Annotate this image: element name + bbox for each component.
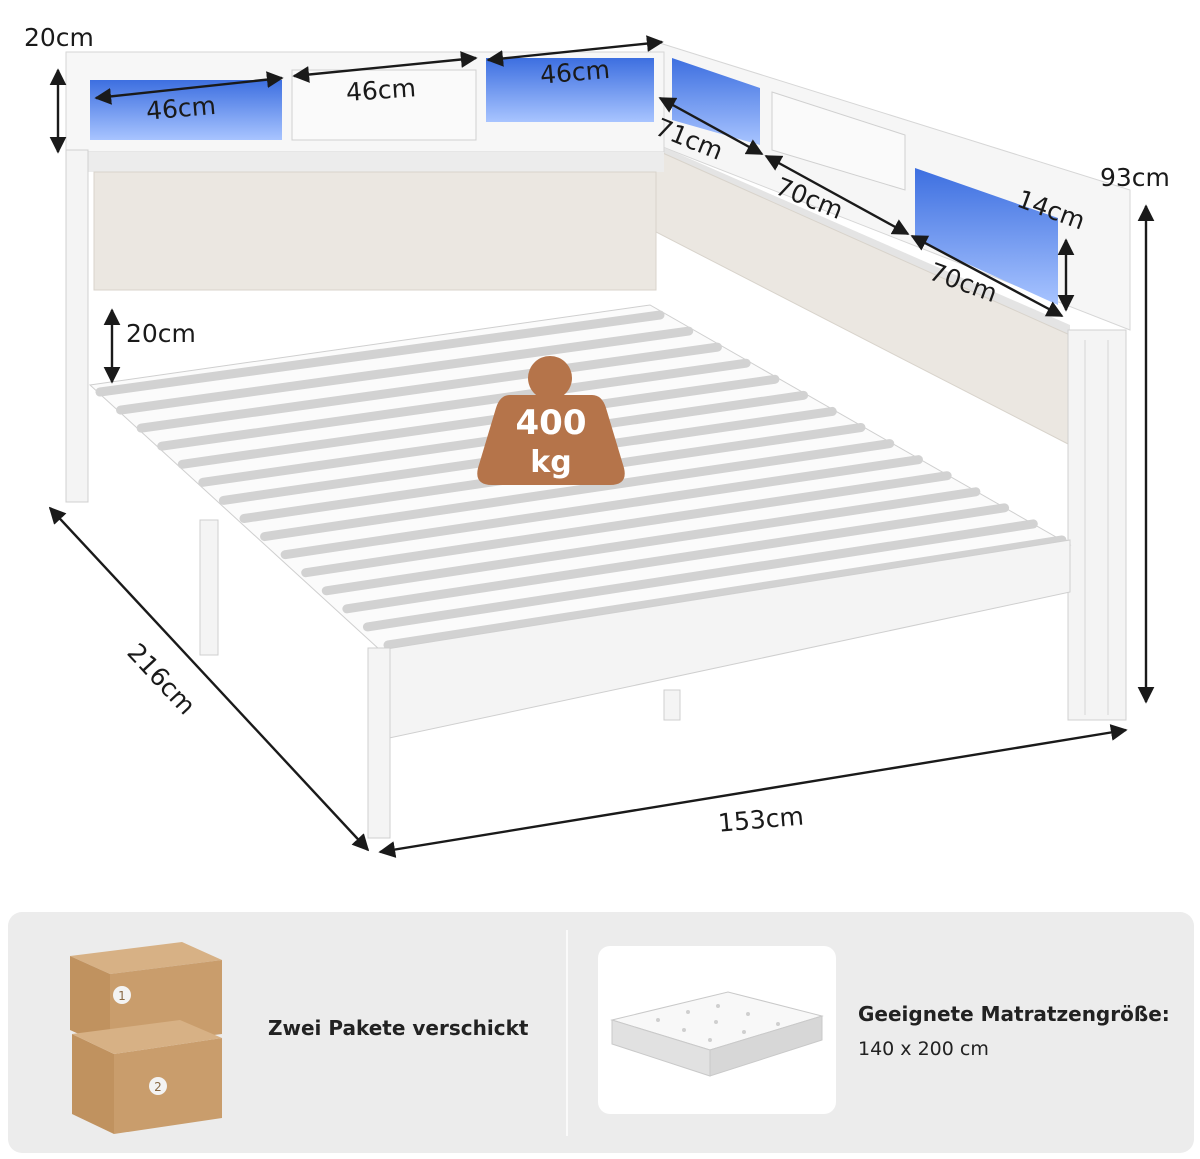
back-headboard: [65, 51, 665, 503]
bed-slat: [95, 310, 665, 397]
bed-slat: [301, 471, 952, 578]
bed-slat: [383, 535, 1067, 650]
panel-divider: [566, 930, 568, 1136]
bed-slat: [280, 455, 923, 560]
box-number-1: 1: [118, 989, 126, 1003]
dim-width: 153cm: [717, 801, 805, 837]
weight-capacity-badge: 400 kg: [477, 356, 625, 485]
bed-slat: [177, 374, 780, 469]
mattress-title: Geeignete Matratzengröße:: [858, 1002, 1170, 1026]
dim-shelf-mid: 46cm: [539, 55, 611, 90]
dim-drawer: 46cm: [345, 73, 417, 107]
box-number-2: 2: [154, 1080, 162, 1094]
weight-value: 400: [516, 403, 587, 443]
bed-slat: [342, 503, 1010, 614]
weight-unit: kg: [530, 445, 571, 480]
dim-clearance: 20cm: [126, 319, 196, 348]
mattress-card: [598, 946, 836, 1114]
back-led-shelf-2: [486, 58, 654, 122]
mattress-size: 140 x 200 cm: [858, 1038, 989, 1060]
bed-slat: [362, 519, 1038, 632]
package-boxes-icon: 1 2: [70, 942, 222, 1134]
dim-length: 216cm: [122, 638, 202, 721]
bed-slat: [157, 358, 751, 451]
packages-label: Zwei Pakete verschickt: [268, 1016, 529, 1040]
bed-slat: [136, 342, 722, 433]
dim-shelf-left: 46cm: [145, 91, 217, 126]
dim-top-shelf-height: 20cm: [24, 23, 94, 52]
bed-frame: [88, 304, 1072, 839]
mattress-icon: [610, 991, 824, 1077]
dimension-lines: [48, 35, 1155, 858]
upholstered-panel: [93, 171, 657, 291]
bed-dimension-illustration: 400 kg 20cm 46cm 46cm 46cm 71cm 70cm 70c…: [24, 23, 1170, 858]
dim-total-height: 93cm: [1100, 163, 1170, 192]
bed-slat: [321, 487, 981, 596]
bed-slat: [116, 326, 694, 415]
